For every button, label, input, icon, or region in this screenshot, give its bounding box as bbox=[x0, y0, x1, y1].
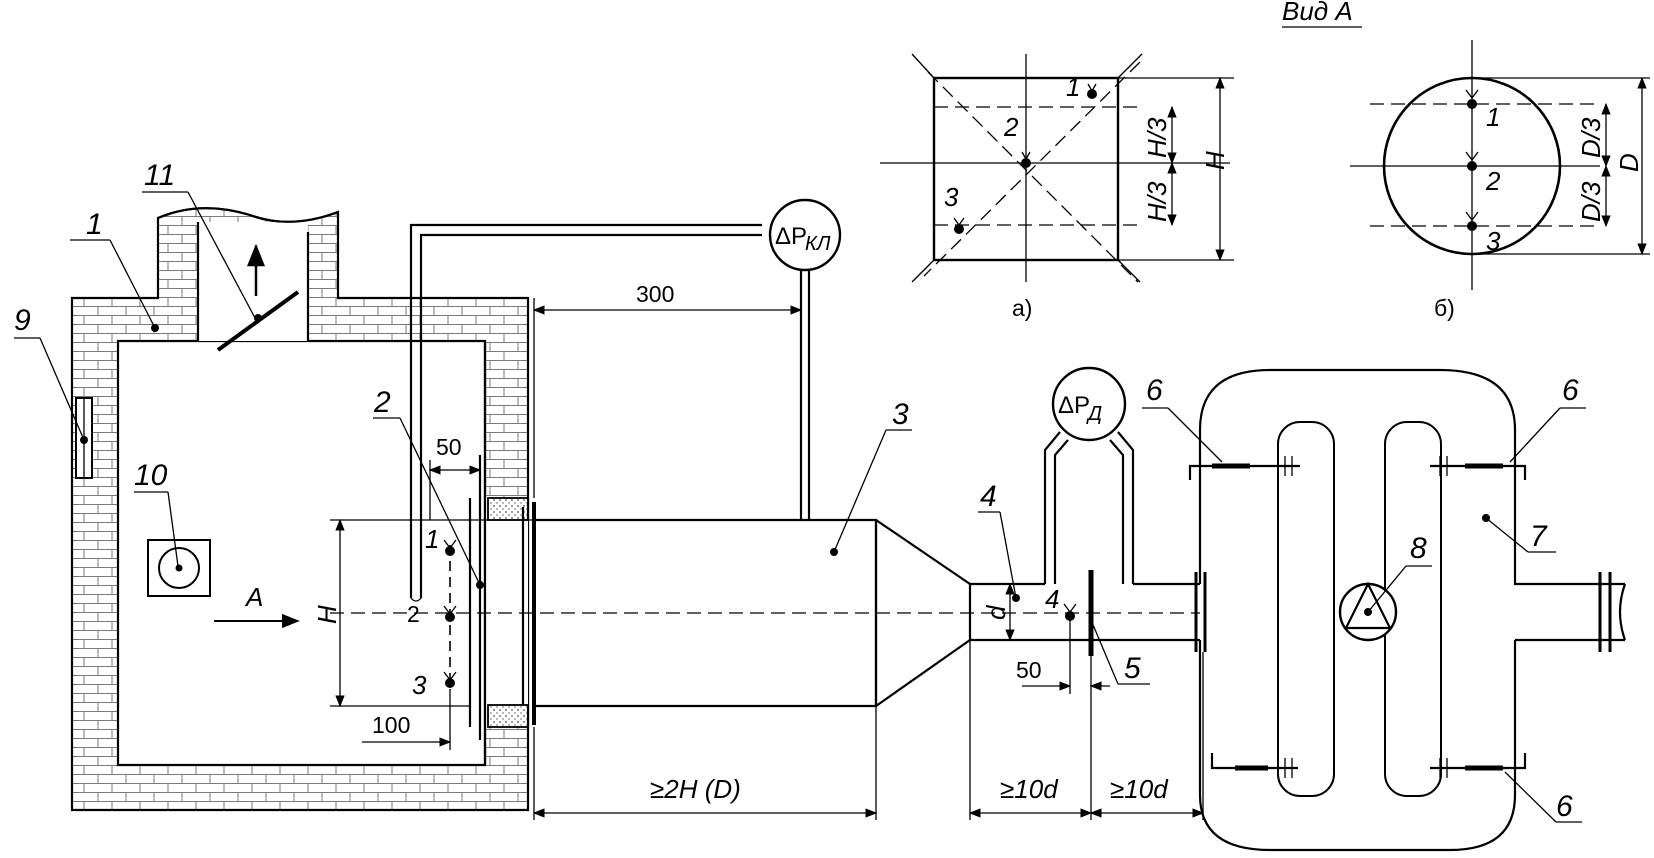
callout-2: 2 bbox=[373, 386, 391, 419]
callout-6a: 6 bbox=[1146, 374, 1163, 407]
seal-bottom bbox=[487, 704, 529, 728]
gauge-diaphragm-label: ΔP bbox=[1058, 392, 1090, 419]
sq-dim-H: H bbox=[1200, 151, 1230, 170]
gauge-diaphragm-sub: Д bbox=[1086, 403, 1102, 425]
callout-8: 8 bbox=[1410, 532, 1427, 565]
dim-300: 300 bbox=[636, 281, 674, 307]
callout-4: 4 bbox=[980, 480, 997, 513]
dim-10d-a: ≥10d bbox=[1000, 774, 1059, 804]
callout-3: 3 bbox=[892, 398, 909, 431]
point-1: 1 bbox=[425, 524, 439, 554]
dim-H-main: H bbox=[312, 605, 342, 624]
view-title: Вид А bbox=[1282, 0, 1353, 26]
flow-label: A bbox=[244, 582, 263, 612]
view-label-a: а) bbox=[1012, 295, 1032, 321]
point-2: 2 bbox=[407, 601, 420, 627]
chamber bbox=[70, 207, 530, 812]
circ-point-3: 3 bbox=[1486, 226, 1501, 256]
callout-5: 5 bbox=[1124, 652, 1141, 685]
callout-11: 11 bbox=[144, 159, 175, 192]
point-3: 3 bbox=[412, 670, 427, 700]
collector bbox=[1188, 368, 1627, 852]
callout-6c: 6 bbox=[1556, 790, 1573, 823]
flow-arrow: A bbox=[214, 582, 300, 629]
probe-points: 1 2 3 4 bbox=[407, 524, 1059, 700]
view-label-b: б) bbox=[1434, 295, 1455, 321]
sq-point-1: 1 bbox=[1066, 72, 1080, 102]
gauge-valve-sub: КЛ bbox=[805, 233, 831, 255]
dimensions: 300 50 100 H ≥2H (D) ≥10d ≥10d 50 bbox=[312, 281, 1205, 820]
circ-dim-D3a: D/3 bbox=[1576, 117, 1606, 158]
gauge-valve bbox=[768, 198, 842, 272]
sq-point-2: 2 bbox=[1003, 112, 1019, 142]
callout-6b: 6 bbox=[1562, 374, 1579, 407]
sq-point-3: 3 bbox=[944, 182, 959, 212]
callouts: 1 11 9 10 2 3 4 5 6 bbox=[14, 159, 1586, 823]
main-duct: ΔP КЛ bbox=[330, 198, 1200, 740]
gauge-valve-label: ΔP bbox=[775, 223, 807, 250]
circ-point-1: 1 bbox=[1486, 102, 1500, 132]
dim-d: d bbox=[981, 604, 1011, 620]
dim-50-bottom: 50 bbox=[1016, 657, 1042, 683]
callout-1: 1 bbox=[86, 208, 103, 241]
callout-9: 9 bbox=[14, 304, 31, 337]
dim-2H: ≥2H (D) bbox=[650, 774, 741, 804]
view-a-circle: Вид А 1 2 3 D/3 D/3 D б) bbox=[1282, 0, 1650, 321]
clamp-top-right bbox=[1430, 456, 1527, 480]
dim-10d-b: ≥10d bbox=[1110, 774, 1169, 804]
callout-10: 10 bbox=[134, 459, 168, 492]
clamp-top-left bbox=[1188, 456, 1300, 480]
sq-dim-H3a: H/3 bbox=[1142, 117, 1172, 158]
circ-point-2: 2 bbox=[1485, 166, 1501, 196]
dim-50-top: 50 bbox=[436, 434, 462, 460]
callout-7: 7 bbox=[1530, 520, 1548, 553]
sq-dim-H3b: H/3 bbox=[1142, 181, 1172, 222]
circ-dim-D3b: D/3 bbox=[1576, 181, 1606, 222]
point-4: 4 bbox=[1045, 584, 1059, 614]
circ-dim-D: D bbox=[1614, 153, 1644, 172]
gauge-diaphragm bbox=[1051, 366, 1127, 442]
dim-100: 100 bbox=[372, 712, 410, 738]
clamp-bottom-left bbox=[1210, 753, 1298, 778]
clamp-bottom-right bbox=[1430, 753, 1527, 778]
view-a-square: 1 2 3 H H/3 H/3 а) bbox=[880, 53, 1234, 321]
